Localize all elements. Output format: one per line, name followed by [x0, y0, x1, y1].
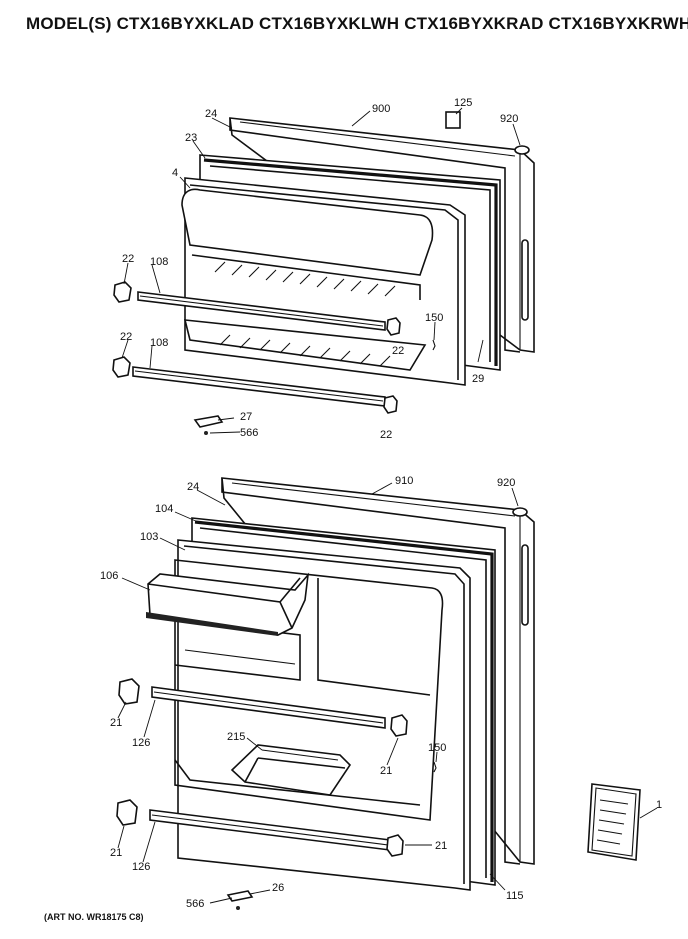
shelf-brackets-lower [116, 678, 408, 857]
dairy-compartment-215 [230, 744, 352, 796]
callout-566-upper: 566 [240, 427, 258, 439]
fresh-food-small-parts [226, 507, 528, 910]
freezer-shelf-bar-lower [132, 366, 386, 407]
callout-23: 23 [185, 132, 197, 144]
callout-24-upper: 24 [205, 108, 217, 120]
callout-126-upper: 126 [132, 737, 150, 749]
callout-29: 29 [472, 373, 484, 385]
callout-22-a: 22 [122, 253, 134, 265]
callout-566-lower: 566 [186, 898, 204, 910]
callout-126-lower: 126 [132, 861, 150, 873]
callout-4: 4 [172, 167, 178, 179]
callout-104: 104 [155, 503, 173, 515]
callout-21-b: 21 [380, 765, 392, 777]
callout-22-d: 22 [380, 429, 392, 441]
instruction-booklet [587, 783, 641, 861]
callout-150-lower: 150 [428, 742, 446, 754]
freezer-small-parts [432, 111, 530, 351]
callout-920-lower: 920 [497, 477, 515, 489]
model-title: MODEL(S) CTX16BYXKLAD CTX16BYXKLWH CTX16… [26, 14, 688, 33]
callout-21-d: 21 [435, 840, 447, 852]
callout-27: 27 [240, 411, 252, 423]
callout-900: 900 [372, 103, 390, 115]
callout-22-b: 22 [120, 331, 132, 343]
door-bin-106 [146, 572, 310, 636]
callout-21-a: 21 [110, 717, 122, 729]
freezer-leader-lines [121, 107, 521, 434]
callout-215: 215 [227, 731, 245, 743]
callout-24-lower: 24 [187, 481, 199, 493]
fresh-food-shelf-bar-upper [151, 686, 386, 729]
shelf-brackets-upper [112, 281, 401, 414]
freezer-shelf-bar-upper [137, 291, 386, 331]
callout-103: 103 [140, 531, 158, 543]
callout-125: 125 [454, 97, 472, 109]
art-number: (ART NO. WR18175 C8) [44, 912, 144, 922]
callout-106: 106 [100, 570, 118, 582]
callout-910: 910 [395, 475, 413, 487]
fresh-food-leader-lines [117, 482, 658, 904]
callout-920-upper: 920 [500, 113, 518, 125]
callout-108-upper: 108 [150, 256, 168, 268]
freezer-hardware-27-566 [193, 415, 224, 435]
callout-108-lower: 108 [150, 337, 168, 349]
callout-21-c: 21 [110, 847, 122, 859]
callout-1: 1 [656, 799, 662, 811]
callout-115: 115 [506, 890, 524, 902]
freezer-door-liner [181, 177, 466, 386]
callout-26: 26 [272, 882, 284, 894]
callout-150-upper: 150 [425, 312, 443, 324]
callout-22-c: 22 [392, 345, 404, 357]
